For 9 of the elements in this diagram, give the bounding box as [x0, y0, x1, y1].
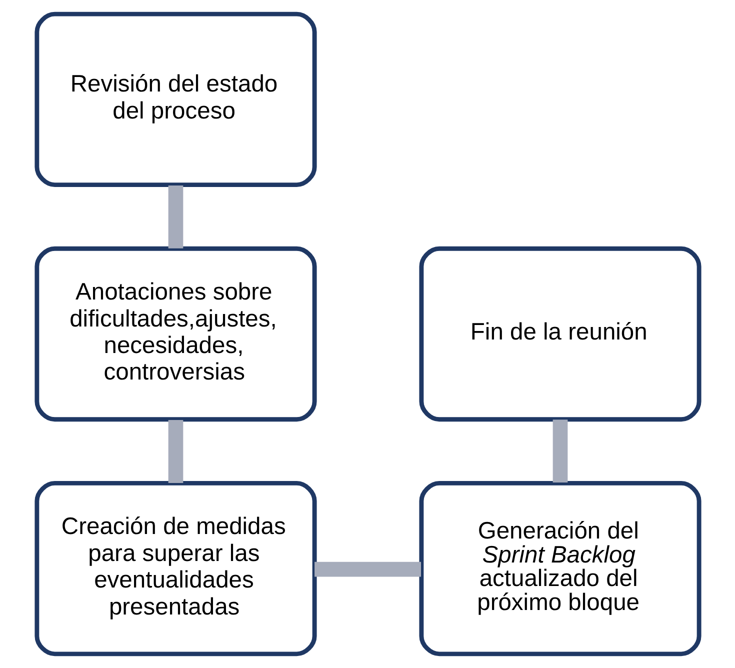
connector	[168, 420, 183, 483]
node-box: Revisión del estado del proceso	[34, 12, 316, 188]
node-box: Creación de medidas para superar las eventualidades presentadas	[34, 480, 316, 656]
connector	[552, 420, 568, 483]
node-box: Generación del Sprint Backlog actualizado del próximo bloque	[418, 480, 701, 656]
node-box: Fin de la reunión	[418, 246, 701, 422]
node-box: Anotaciones sobre dificultades,ajustes, necesidades, controversias	[34, 246, 316, 422]
connector	[168, 185, 183, 248]
connector	[314, 562, 420, 577]
